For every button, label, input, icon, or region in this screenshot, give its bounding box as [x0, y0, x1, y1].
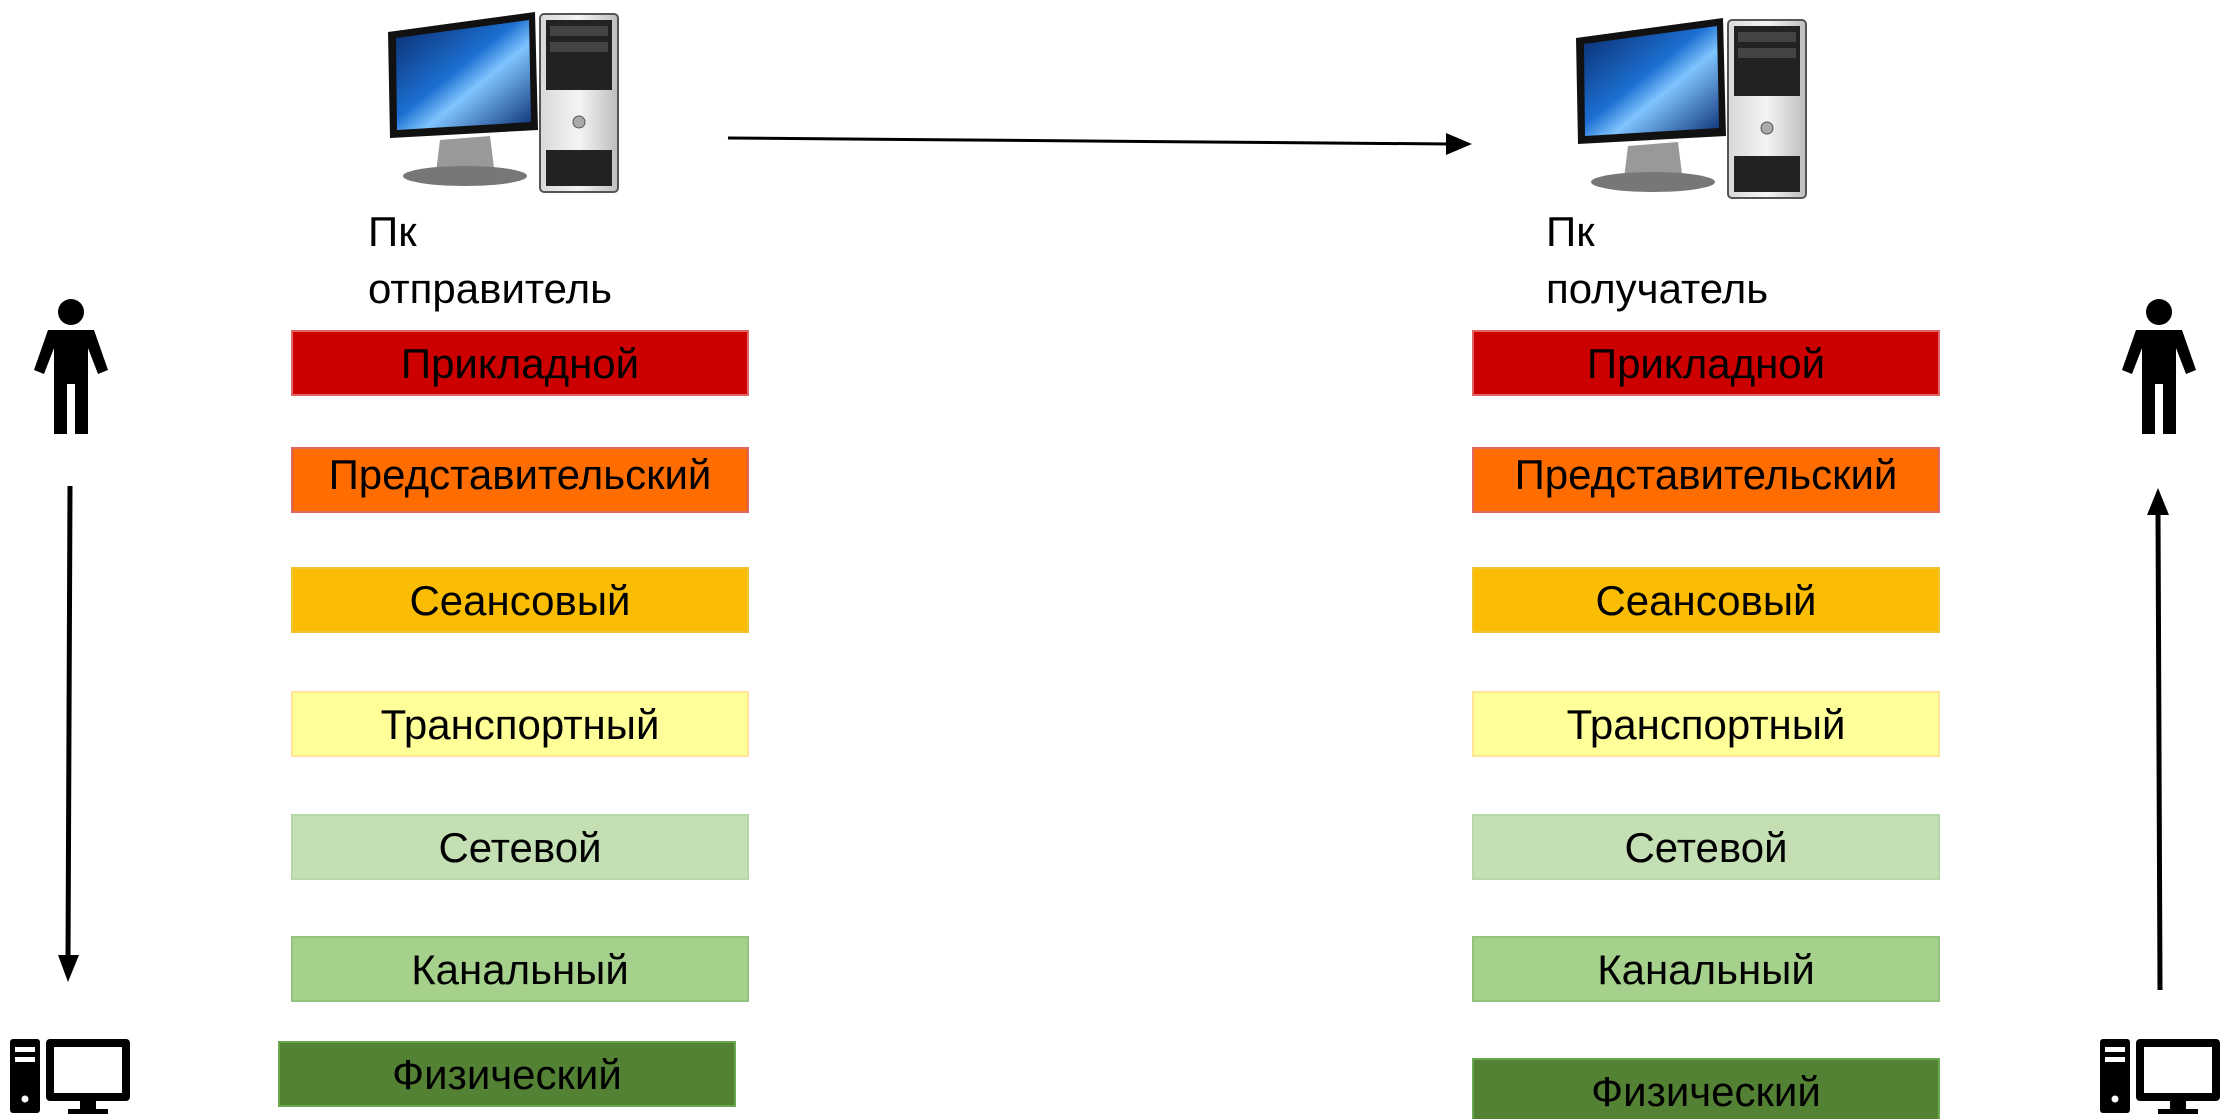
sender-layer-datalink-label: Канальный	[411, 946, 629, 993]
receiver-layer-transport-label: Транспортный	[1566, 701, 1846, 748]
sender-label-line2: отправитель	[368, 265, 613, 312]
receiver-layer-datalink-label: Канальный	[1597, 946, 1815, 993]
sender-computer-icon	[388, 12, 619, 193]
sender-layer-datalink: Канальный	[291, 936, 749, 1002]
person-icon	[34, 299, 108, 434]
sender-layer-network-label: Сетевой	[438, 824, 602, 871]
receiver-layer-physical-label: Физический	[1591, 1068, 1821, 1115]
receiver-computer-icon	[1576, 18, 1807, 199]
left-down-arrow	[58, 485, 79, 982]
computer-terminal-icon	[2100, 1039, 2220, 1114]
receiver-layer-presentation: Представительский	[1472, 447, 1940, 513]
receiver-layer-presentation-label: Представительский	[1514, 451, 1898, 498]
sender-layer-presentation: Представительский	[291, 447, 749, 513]
sender-layer-transport-label: Транспортный	[380, 701, 660, 748]
receiver-label-line2: получатель	[1546, 265, 1769, 312]
sender-layer-network: Сетевой	[291, 814, 749, 880]
sender-layer-physical-label: Физический	[392, 1051, 622, 1098]
sender-layer-application-label: Прикладной	[400, 340, 640, 387]
right-up-arrow	[2147, 488, 2169, 991]
sender-layer-session: Сеансовый	[291, 567, 749, 633]
sender-label-line1: Пк	[368, 208, 417, 255]
receiver-label-line1: Пк	[1546, 208, 1595, 255]
person-icon	[2122, 299, 2196, 434]
receiver-layer-network: Сетевой	[1472, 814, 1940, 880]
sender-layer-transport: Транспортный	[291, 691, 749, 757]
transmission-arrow	[727, 133, 1472, 155]
receiver-layer-session: Сеансовый	[1472, 567, 1940, 633]
computer-terminal-icon	[10, 1039, 130, 1114]
receiver-label: Пк получатель	[1546, 203, 1768, 317]
receiver-layer-application-label: Прикладной	[1586, 340, 1826, 387]
sender-layer-physical: Физический	[278, 1041, 736, 1107]
sender-layer-session-label: Сеансовый	[409, 577, 631, 624]
receiver-layer-physical: Физический	[1472, 1058, 1940, 1119]
receiver-layer-application: Прикладной	[1472, 330, 1940, 396]
receiver-layer-session-label: Сеансовый	[1595, 577, 1817, 624]
receiver-layer-network-label: Сетевой	[1624, 824, 1788, 871]
receiver-layer-transport: Транспортный	[1472, 691, 1940, 757]
sender-layer-application: Прикладной	[291, 330, 749, 396]
sender-layer-presentation-label: Представительский	[328, 451, 712, 498]
sender-label: Пк отправитель	[368, 203, 612, 317]
receiver-layer-datalink: Канальный	[1472, 936, 1940, 1002]
